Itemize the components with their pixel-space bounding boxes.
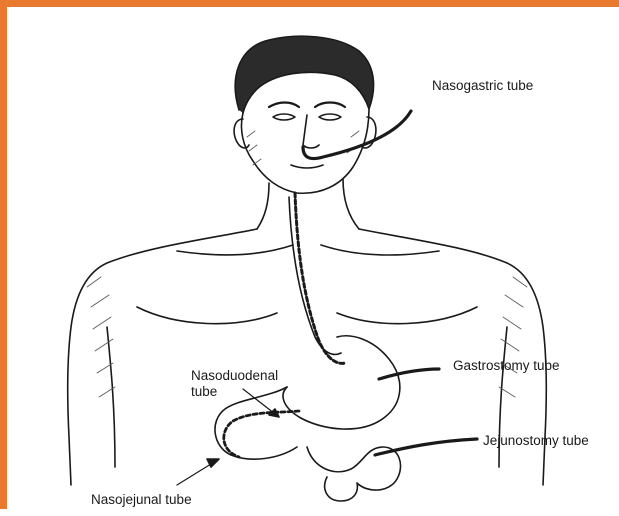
left-eye — [273, 114, 295, 120]
label-nasoduodenal-tube: Nasoduodenal tube — [191, 368, 281, 400]
label-jejunostomy-tube: Jejunostomy tube — [483, 433, 589, 449]
stomach — [283, 336, 400, 429]
right-eye — [319, 114, 341, 120]
small-intestine — [307, 447, 401, 501]
left-eyebrow — [269, 103, 299, 108]
clavicle-right — [321, 245, 439, 255]
feeding-tube-esophagus — [295, 193, 345, 363]
neck-right — [343, 179, 359, 229]
left-arm-crease — [107, 327, 115, 467]
nasoduodenal-tube-path — [224, 411, 299, 457]
chest-left — [137, 307, 277, 324]
left-shoulder — [68, 229, 257, 485]
right-eyebrow — [315, 103, 345, 108]
hair — [235, 36, 373, 113]
nasogastric-tube — [303, 111, 411, 159]
mouth — [291, 165, 323, 168]
label-nasogastric-tube: Nasogastric tube — [432, 78, 533, 94]
label-nasojejunal-tube: Nasojejunal tube — [91, 492, 192, 508]
jejunostomy-tube — [375, 439, 477, 455]
gastrostomy-tube — [379, 369, 439, 379]
chest-right — [337, 307, 477, 324]
nose — [303, 115, 319, 148]
neck-left — [257, 183, 269, 229]
clavicle-left — [177, 245, 293, 255]
label-gastrostomy-tube: Gastrostomy tube — [453, 358, 560, 374]
